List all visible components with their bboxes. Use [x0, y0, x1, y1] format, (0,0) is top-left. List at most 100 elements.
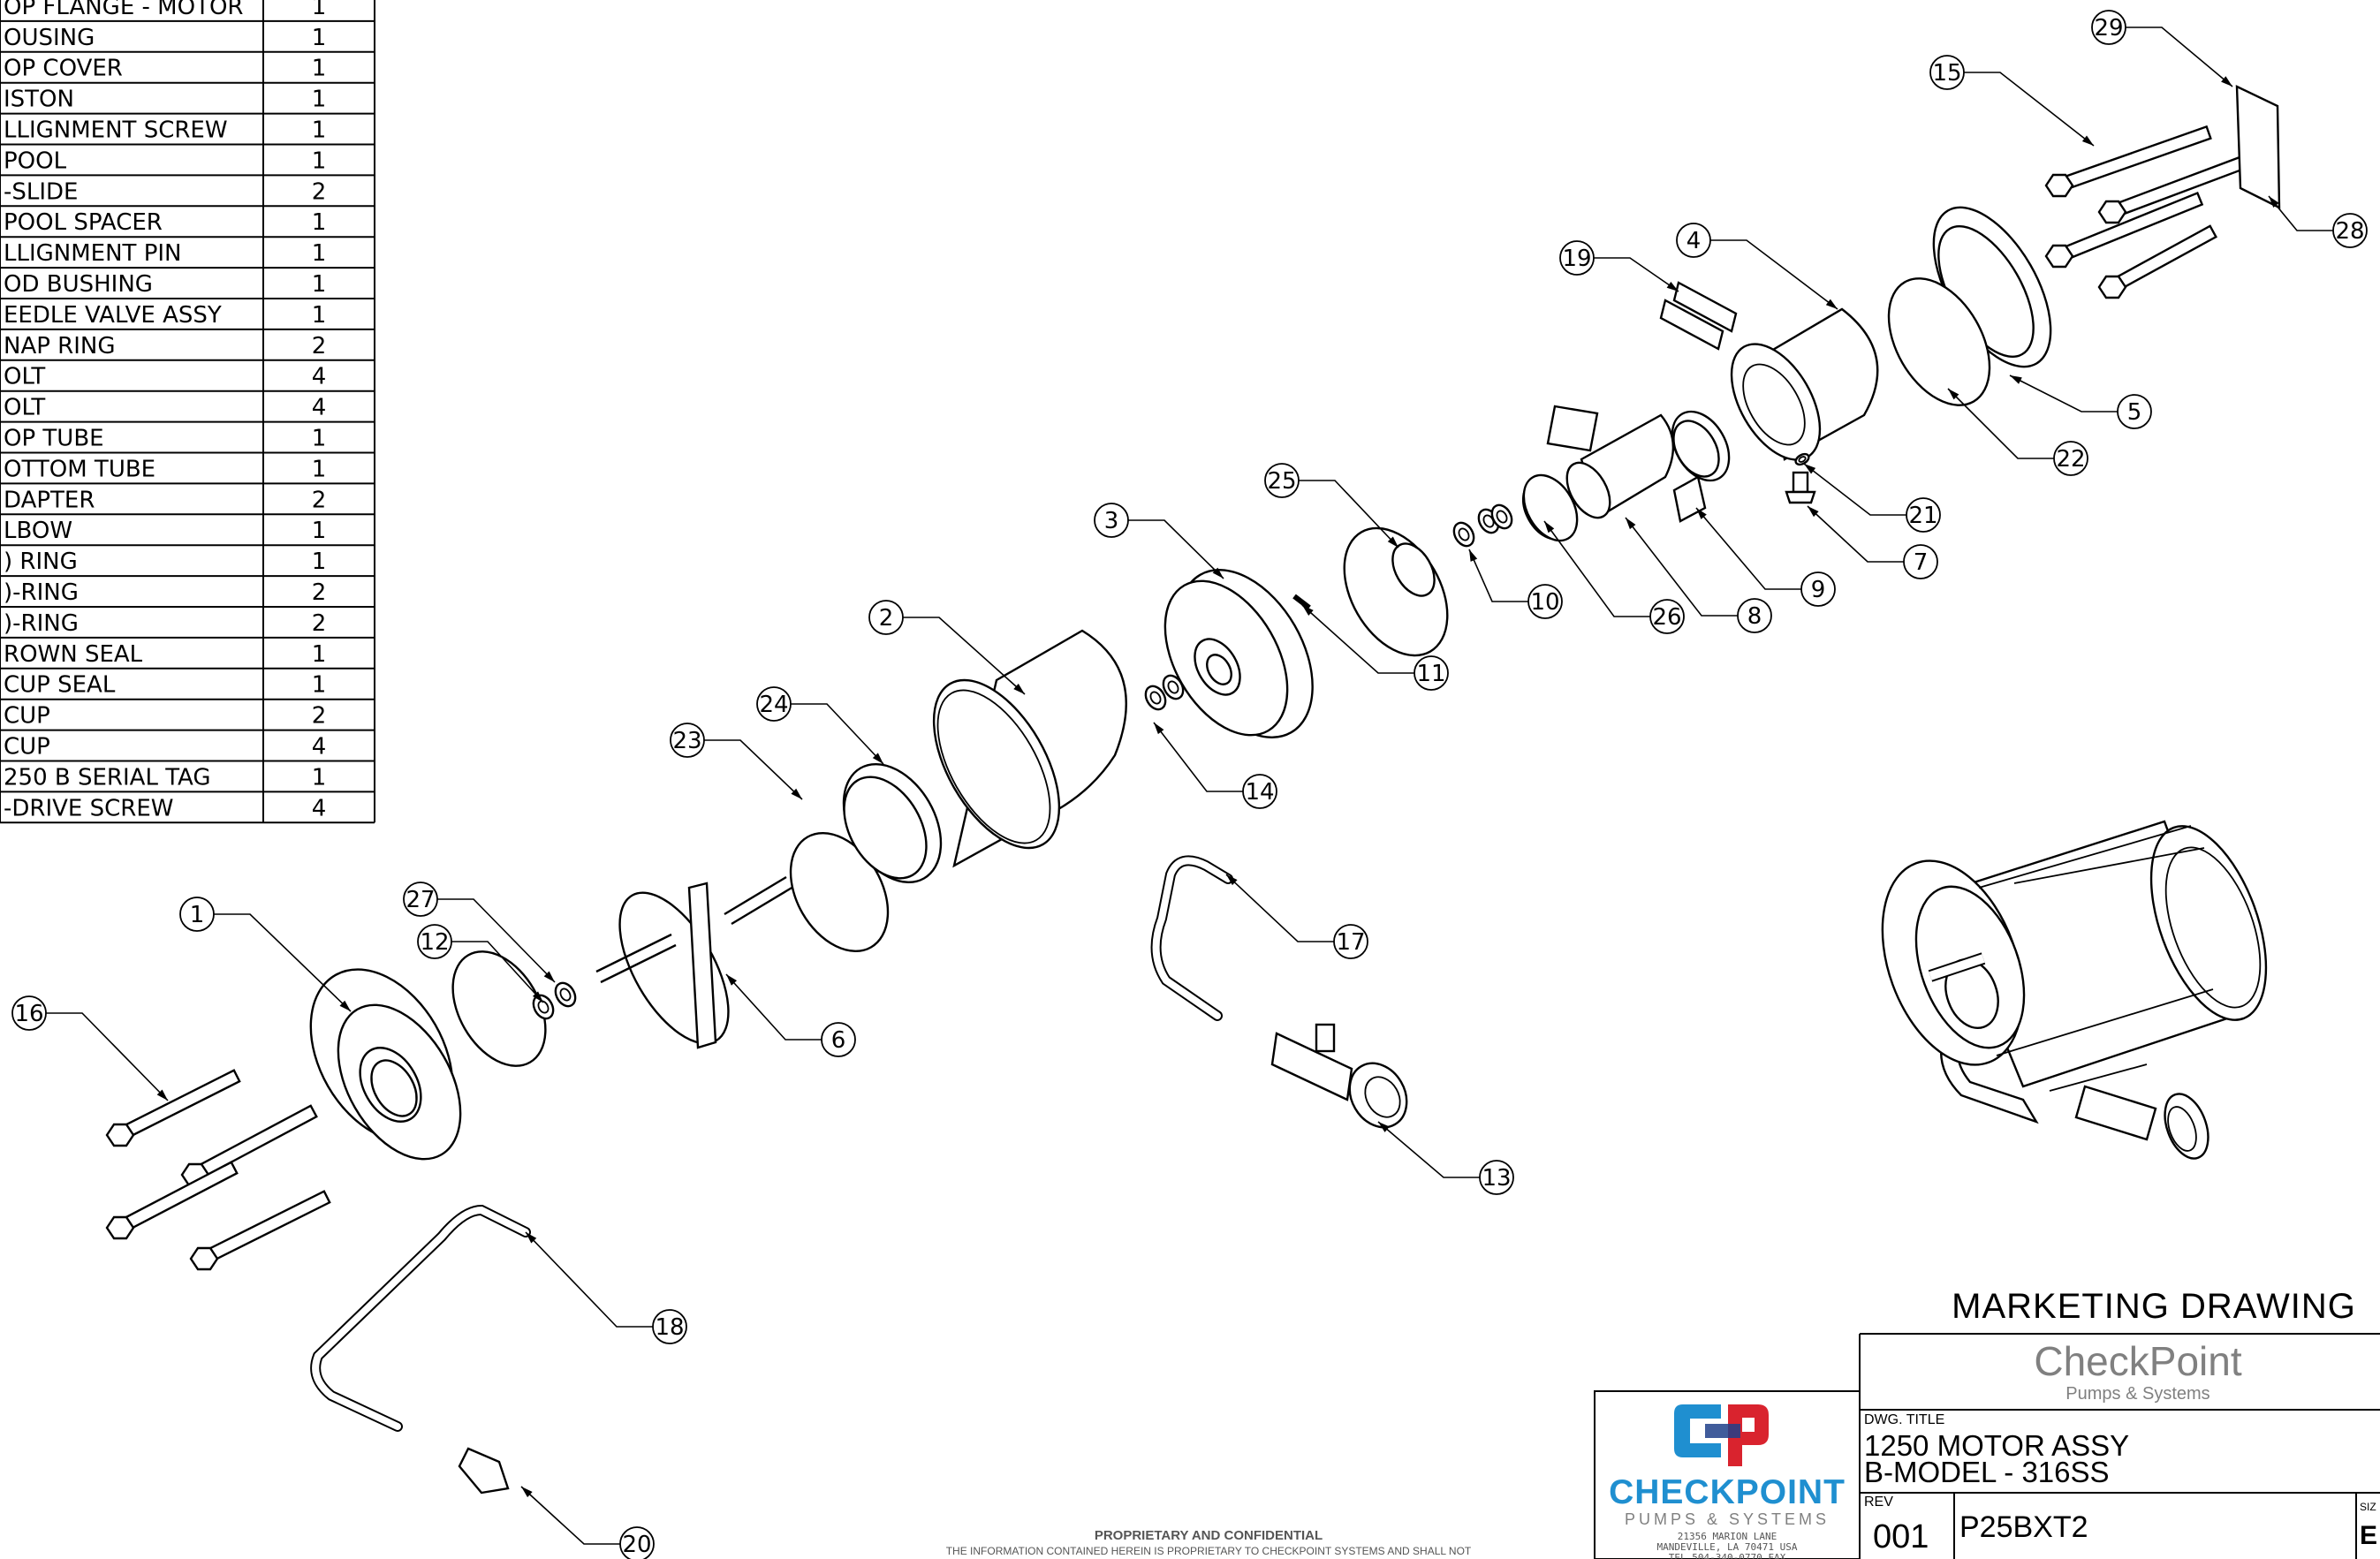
balloon-circle: [1242, 774, 1277, 809]
balloon-circle: [619, 1526, 655, 1559]
balloon-circle: [1559, 240, 1595, 276]
bottom-tube-part: [310, 1204, 531, 1432]
bom-qty: 1: [312, 672, 327, 699]
exploded-view: [105, 85, 2281, 1495]
bom-qty: 1: [312, 518, 327, 544]
bom-qty: 1: [312, 240, 327, 267]
bom-description: OD BUSHING: [4, 271, 153, 298]
bom-description: OP COVER: [4, 56, 123, 82]
housing-part: [932, 629, 1127, 868]
balloon-callout: 25: [1264, 463, 1399, 549]
balloon-number: 5: [2127, 399, 2142, 426]
balloon-circle: [1333, 924, 1368, 959]
elbow-part: [458, 1447, 510, 1495]
balloon-callout: 10: [1468, 549, 1563, 619]
balloon-circle: [1800, 571, 1836, 607]
bom-row: CUP SEAL 1: [0, 672, 375, 700]
bom-description: ) RING: [4, 549, 78, 575]
bom-qty: 1: [312, 426, 327, 452]
balloon-circle: [756, 686, 792, 722]
bom-description: CUP: [4, 703, 50, 730]
washer-part: [1452, 521, 1475, 548]
balloon-callout: 29: [2091, 10, 2233, 87]
balloon-number: 9: [1811, 577, 1826, 603]
balloon-callout: 17: [1225, 874, 1368, 959]
bom-qty: 1: [312, 302, 327, 329]
balloon-circle: [2117, 394, 2152, 429]
bolt-part: [2097, 224, 2217, 299]
balloon-number: 28: [2335, 218, 2364, 245]
balloon-number: 2: [879, 605, 894, 632]
bom-description: CUP SEAL: [4, 672, 116, 699]
proprietary-title: PROPRIETARY AND CONFIDENTIAL: [1095, 1528, 1323, 1543]
bom-qty: 1: [312, 764, 327, 791]
bolt-part: [2044, 125, 2212, 198]
balloon-circle: [1676, 223, 1711, 258]
bom-description: 250 B SERIAL TAG: [4, 764, 211, 791]
proprietary-notice: PROPRIETARY AND CONFIDENTIAL THE INFORMA…: [946, 1528, 1472, 1557]
balloon-callout: 7: [1807, 505, 1938, 579]
balloon-number: 17: [1336, 929, 1365, 956]
washer-part: [1144, 685, 1167, 711]
bolt-part: [105, 1161, 239, 1240]
balloon-number: 7: [1914, 549, 1929, 576]
bom-qty: 4: [312, 364, 327, 390]
bom-qty: 2: [312, 487, 327, 513]
bom-qty: 2: [312, 178, 327, 205]
balloon-number: 13: [1482, 1165, 1511, 1192]
marketing-drawing-heading: MARKETING DRAWING: [1952, 1287, 2356, 1326]
part-number: P25BXT2: [1959, 1510, 2088, 1544]
balloon-circle: [417, 924, 452, 959]
balloon-circle: [2332, 213, 2368, 248]
balloon-callout: 23: [670, 723, 803, 800]
spool-part: [1565, 413, 1675, 519]
balloon-number: 23: [672, 728, 701, 754]
bom-qty: 2: [312, 579, 327, 606]
bom-description: LLIGNMENT PIN: [4, 240, 182, 267]
bom-description: EEDLE VALVE ASSY: [4, 302, 222, 329]
bom-description: POOL SPACER: [4, 209, 163, 236]
o-ring-part: [789, 831, 890, 953]
balloon-number: 22: [2056, 446, 2085, 473]
bolt-part: [2044, 191, 2204, 269]
balloon-number: 18: [655, 1314, 684, 1341]
checkpoint-logo: [1674, 1404, 1769, 1466]
bom-description: )-RING: [4, 610, 79, 637]
balloon-circle: [1903, 544, 1938, 579]
bom-description: LLIGNMENT SCREW: [4, 117, 228, 144]
bom-row: 250 B SERIAL TAG 1: [0, 764, 375, 793]
bom-description: LBOW: [4, 518, 72, 544]
size-value: E: [2360, 1521, 2377, 1550]
logo-text: CHECKPOINT: [1609, 1473, 1846, 1511]
logo-subtext: PUMPS & SYSTEMS: [1625, 1510, 1830, 1528]
balloon-callout: 11: [1301, 604, 1449, 691]
balloon-callout: 26: [1543, 520, 1685, 634]
balloon-callout: 4: [1676, 223, 1838, 310]
address-line3: TEL 504-340-0770 FAX: [1669, 1552, 1786, 1559]
dwg-title-line1: 1250 MOTOR ASSY: [1864, 1429, 2129, 1462]
bom-qty: 1: [312, 549, 327, 575]
balloon-callout: 18: [525, 1231, 687, 1344]
balloon-callout: 16: [11, 995, 169, 1101]
bom-description: OLT: [4, 364, 45, 390]
balloon-number: 4: [1686, 228, 1702, 254]
bom-description: -SLIDE: [4, 178, 79, 205]
balloon-callout: 9: [1695, 507, 1836, 607]
dwg-title-line2: B-MODEL - 316SS: [1864, 1456, 2110, 1488]
balloon-callout: 13: [1377, 1121, 1514, 1195]
bom-row: ) RING 1: [0, 549, 375, 578]
bom-description: OP FLANGE - MOTOR: [4, 0, 243, 20]
bom-description: OTTOM TUBE: [4, 456, 155, 482]
